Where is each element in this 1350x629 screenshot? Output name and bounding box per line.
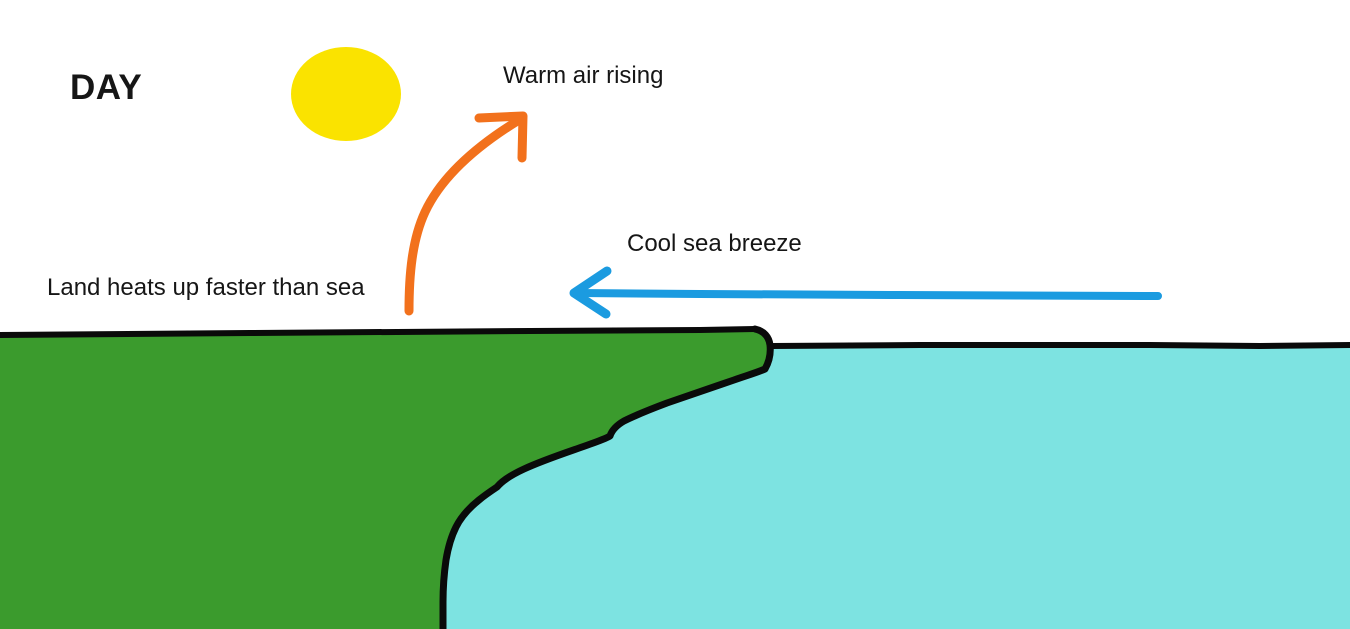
coastline-slope-outline bbox=[439, 325, 774, 629]
land-surface-outline bbox=[0, 326, 758, 338]
land-heats-up-label: Land heats up faster than sea bbox=[47, 274, 365, 301]
cool-sea-breeze-arrow-shaft bbox=[574, 289, 1162, 300]
sun bbox=[291, 47, 401, 141]
cool-sea-breeze-arrowhead bbox=[569, 266, 612, 319]
warm-air-rising-label: Warm air rising bbox=[503, 62, 664, 89]
sea-surface-outline bbox=[769, 342, 1350, 349]
warm-air-rising-arrow-shaft bbox=[404, 115, 524, 316]
day-title-label: DAY bbox=[70, 68, 143, 107]
land-mass bbox=[0, 331, 770, 629]
warm-air-rising-arrowhead bbox=[474, 111, 528, 163]
cool-sea-breeze-label: Cool sea breeze bbox=[627, 230, 802, 257]
sea-water bbox=[444, 346, 1350, 629]
